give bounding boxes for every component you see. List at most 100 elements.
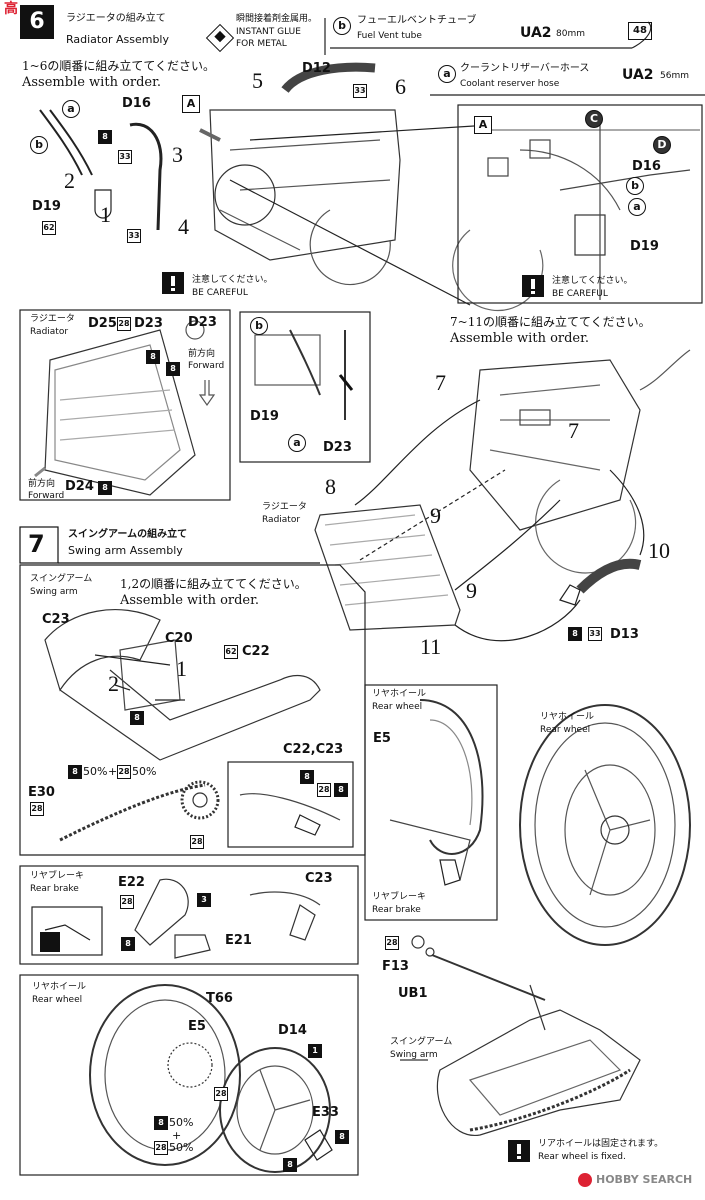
inset-caution-icon xyxy=(522,275,544,297)
step-9b: 9 xyxy=(466,578,477,603)
part-c22-c23: C22,C23 xyxy=(283,742,344,757)
part-e5: E5 xyxy=(188,1019,206,1034)
rbrake-label-en: Rear brake xyxy=(372,905,421,915)
d19box-part-d19: D19 xyxy=(250,409,279,424)
careful-note-jp: 注意してください。 xyxy=(192,275,273,285)
paint-code-62: 62 xyxy=(42,221,56,235)
step-7a: 7 xyxy=(435,370,446,395)
part-d12: D12 xyxy=(302,61,331,76)
arm-step-1: 1 xyxy=(176,656,187,681)
brake-code-3: 3 xyxy=(197,893,211,907)
step-4: 4 xyxy=(178,214,189,239)
rwheel-part-e5: E5 xyxy=(373,731,391,746)
tube-b-length: 80mm xyxy=(556,29,585,39)
step-1: 1 xyxy=(100,202,111,227)
detail-code-8a: 8 xyxy=(300,770,314,784)
rad2-label-jp: ラジエータ xyxy=(262,502,307,512)
tube-a-marker: a xyxy=(438,65,456,83)
part-c22: C22 xyxy=(242,644,270,659)
tube-a-code: UA2 xyxy=(622,67,654,83)
wheel-mix-28: 28 xyxy=(154,1141,168,1155)
wheel-mix-pct-2: 50% xyxy=(169,1141,194,1154)
part-d19: D19 xyxy=(32,199,61,214)
wheel-code-8c: 8 xyxy=(283,1158,297,1172)
swing-arm-label-jp: スイングアーム xyxy=(30,574,93,584)
hose-b-label: b xyxy=(30,136,48,154)
step-7b: 7 xyxy=(568,418,579,443)
tube-a-name-en: Coolant reserver hose xyxy=(460,79,560,89)
watermark-left: 高 xyxy=(4,1,18,17)
fixed-caution-icon xyxy=(508,1140,530,1162)
forward-label-en: Forward xyxy=(188,361,225,371)
order-1-6-en: Assemble with order. xyxy=(22,75,162,90)
rad2-label-en: Radiator xyxy=(262,515,301,525)
glue-note-jp: 瞬間接着剤金属用。 xyxy=(236,14,318,24)
step-6-badge: 6 xyxy=(20,5,54,39)
glue-note-en-1: INSTANT GLUE xyxy=(236,27,301,37)
step-9a: 9 xyxy=(430,503,441,528)
wheel-code-28: 28 xyxy=(214,1087,228,1101)
mix-code-28: 28 xyxy=(117,765,131,779)
tube-b-name-en: Fuel Vent tube xyxy=(357,31,422,41)
brake-label-en: Rear brake xyxy=(30,884,79,894)
part-e22: E22 xyxy=(118,875,145,890)
order-7-11-en: Assemble with order. xyxy=(450,331,590,346)
marker-c: C xyxy=(585,110,603,128)
brake-code-28: 28 xyxy=(120,895,134,909)
step-2: 2 xyxy=(64,168,75,193)
swing-arm-label-en: Swing arm xyxy=(30,587,78,597)
rwheel-label-jp: リヤホイール xyxy=(372,689,427,699)
part-ub1: UB1 xyxy=(398,986,428,1001)
wheel-label-jp: リヤホイール xyxy=(32,982,87,992)
step-5: 5 xyxy=(252,68,263,93)
glue-applicator-icon xyxy=(40,932,60,952)
inset-hose-b: b xyxy=(626,177,644,195)
step-number: 6 xyxy=(29,9,45,34)
fixed-note-jp: リアホイールは固定されます。 xyxy=(538,1139,664,1149)
d19box-hose-a: a xyxy=(288,434,306,452)
fixed-note-en: Rear wheel is fixed. xyxy=(538,1152,626,1162)
brake-part-c23: C23 xyxy=(305,871,333,886)
mix-pct-1: 50% xyxy=(83,765,108,778)
inset-part-d19: D19 xyxy=(630,239,659,254)
detail-a-marker: A xyxy=(182,95,200,113)
inset-careful-jp: 注意してください。 xyxy=(552,276,633,286)
wheel-code-8b: 8 xyxy=(335,1130,349,1144)
step-8: 8 xyxy=(325,474,336,499)
watermark-right: HOBBY SEARCH xyxy=(596,1173,693,1186)
brake-code-8: 8 xyxy=(121,937,135,951)
step-6-title-en: Radiator Assembly xyxy=(66,33,170,46)
paint-code-8: 8 xyxy=(98,130,112,144)
part-e21: E21 xyxy=(225,933,252,948)
tube-b-name-jp: フューエルベントチューブ xyxy=(357,15,477,26)
rwheel-label-en: Rear wheel xyxy=(372,702,423,712)
wheel-mix-pct-1: 50% xyxy=(169,1116,194,1129)
paint-code-33b: 33 xyxy=(127,229,141,243)
order-1-6-jp: 1~6の順番に組み立ててください。 xyxy=(22,59,215,73)
wheel-mix-8: 8 xyxy=(154,1116,168,1130)
radiator-code-8b: 8 xyxy=(166,362,180,376)
tube-a-length: 56mm xyxy=(660,71,689,81)
tube-b-marker: b xyxy=(333,17,351,35)
detail-code-28: 28 xyxy=(317,783,331,797)
mix-plus: + xyxy=(108,765,118,778)
careful-note-en: BE CAREFUL xyxy=(192,288,248,298)
rarm-label-en: Swing arm xyxy=(390,1050,438,1060)
page-number: 48 xyxy=(628,22,652,40)
part-t66: T66 xyxy=(206,991,233,1006)
paint-code-33: 33 xyxy=(118,150,132,164)
d19box-part-d23: D23 xyxy=(323,440,352,455)
big-wheel-label-jp: リヤホイール xyxy=(540,712,595,722)
inset-part-d16: D16 xyxy=(632,159,661,174)
part-e33: E33 xyxy=(312,1105,339,1120)
forward2-label-en: Forward xyxy=(28,491,65,501)
part-d14: D14 xyxy=(278,1023,307,1038)
step-7-number: 7 xyxy=(28,530,45,558)
radiator-label-jp: ラジエータ xyxy=(30,314,75,324)
part-d16: D16 xyxy=(122,96,151,111)
d19box-hose-b: b xyxy=(250,317,268,335)
paint-code-33c: 33 xyxy=(353,84,367,98)
detail-code-8b: 8 xyxy=(334,783,348,797)
mix-code-8: 8 xyxy=(68,765,82,779)
